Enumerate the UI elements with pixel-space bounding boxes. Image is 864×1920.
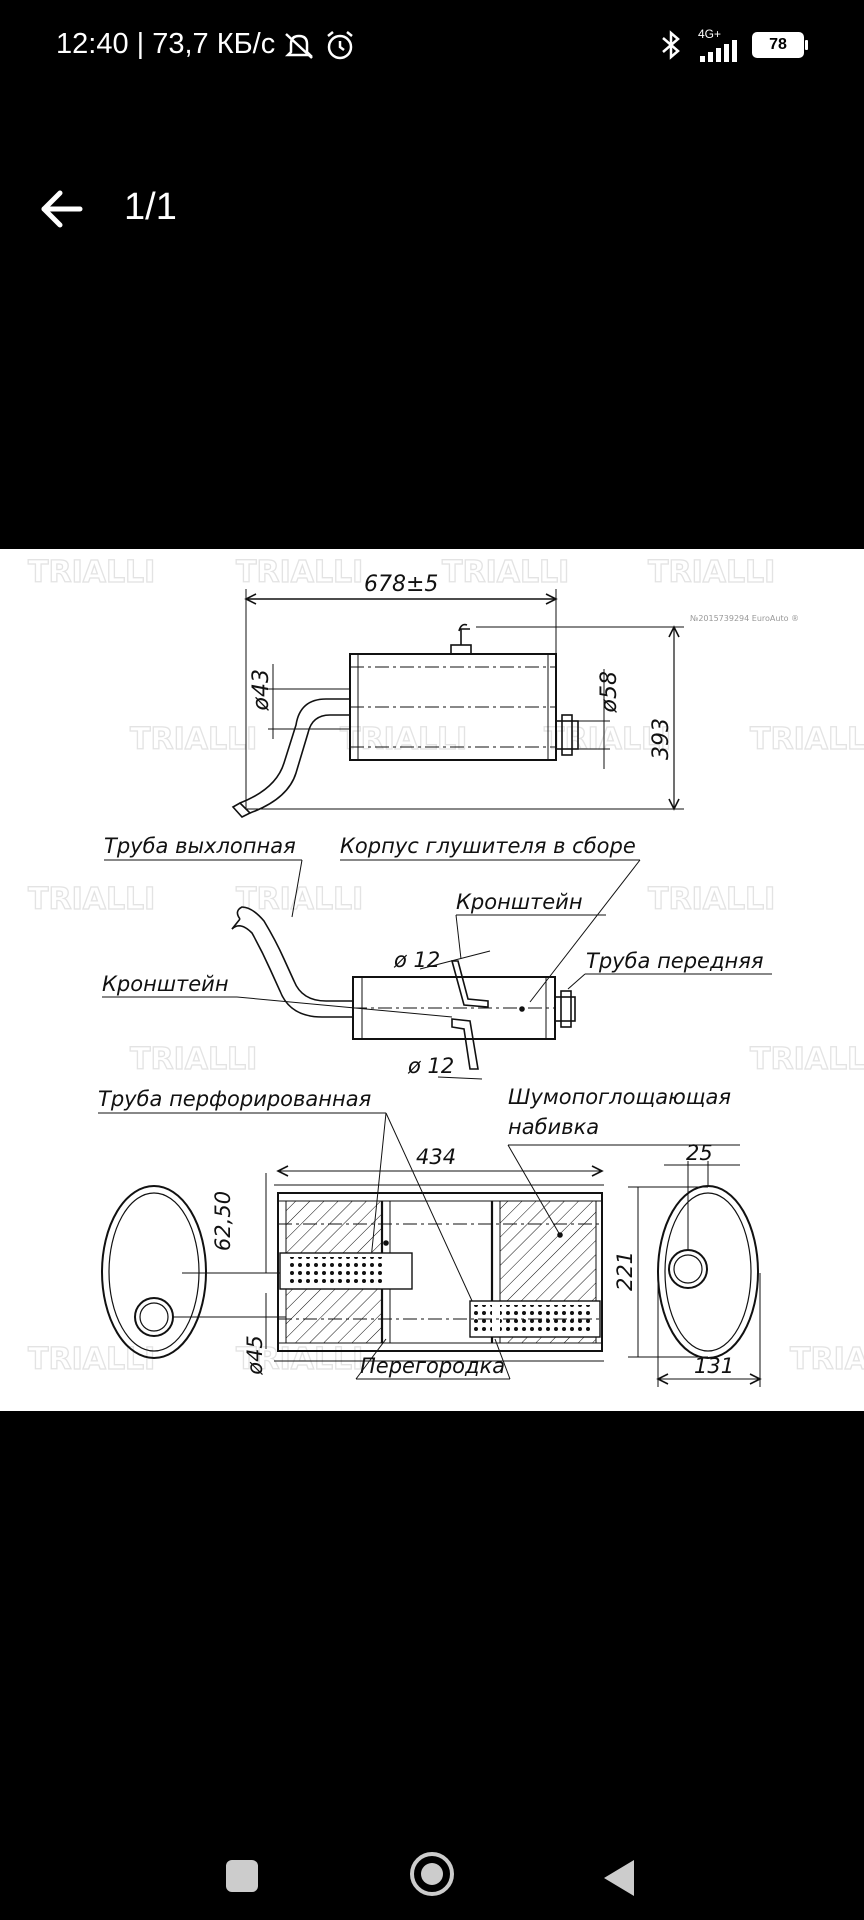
viewer-toolbar: 1/1 [0, 168, 864, 248]
status-bar: 12:40 | 73,7 КБ/с 4G+ 78 [0, 0, 864, 96]
system-back-button[interactable] [604, 1860, 634, 1896]
arrow-left-icon [41, 190, 83, 228]
watermark: TRIALLI [28, 555, 155, 590]
watermark: TRIALLI [236, 882, 363, 917]
watermark-group: TRIALLI TRIALLI TRIALLI TRIALLI TRIALLI … [27, 554, 864, 1377]
status-left: 12:40 | 73,7 КБ/с [56, 28, 357, 61]
status-time: 12:40 | 73,7 КБ/с [56, 28, 276, 60]
muffler-drawing: TRIALLI TRIALLI TRIALLI TRIALLI TRIALLI … [27, 554, 864, 1387]
watermark: TRIALLI [340, 722, 467, 757]
back-button[interactable] [36, 184, 86, 234]
dim-393: 393 [649, 718, 674, 760]
label-front-pipe: Труба передняя [586, 949, 764, 973]
signal-icon [700, 40, 737, 62]
dim-434: 434 [416, 1145, 456, 1169]
label-bracket-bottom: Кронштейн [102, 972, 229, 996]
alarm-clock-icon [327, 30, 353, 59]
dim-length: 678±5 [364, 572, 438, 597]
small-note: №2015739294 EuroAuto ® [690, 614, 799, 623]
network-indicator: 4G+ [698, 28, 738, 62]
watermark: TRIALLI [28, 882, 155, 917]
watermark: TRIALLI [750, 1042, 864, 1077]
label-sound-absorb-1: Шумопоглощающая [508, 1085, 731, 1109]
dim-d45: ø45 [243, 1335, 267, 1376]
watermark: TRIALLI [790, 1342, 864, 1377]
watermark: TRIALLI [130, 722, 257, 757]
watermark: TRIALLI [648, 555, 775, 590]
label-exhaust-pipe: Труба выхлопная [104, 834, 296, 858]
label-bracket-top: Кронштейн [456, 890, 583, 914]
dim-221: 221 [613, 1251, 637, 1291]
watermark: TRIALLI [28, 1342, 155, 1377]
watermark: TRIALLI [648, 882, 775, 917]
watermark: TRIALLI [236, 555, 363, 590]
view-section [98, 1112, 762, 1387]
dim-25: 25 [686, 1141, 713, 1165]
muted-alarm-icon [285, 32, 314, 59]
watermark: TRIALLI [130, 1042, 257, 1077]
battery-icon: 78 [752, 32, 808, 58]
bluetooth-icon [662, 30, 680, 60]
dim-d12-top: ø 12 [393, 948, 440, 972]
dim-131: 131 [694, 1354, 734, 1378]
battery-level: 78 [769, 36, 787, 53]
watermark: TRIALLI [544, 722, 671, 757]
watermark: TRIALLI [750, 722, 864, 757]
label-muffler-body: Корпус глушителя в сборе [340, 834, 636, 858]
view-side [102, 859, 772, 1080]
dim-62-50: 62,50 [211, 1191, 235, 1251]
label-partition: Перегородка [360, 1354, 505, 1378]
technical-drawing-image[interactable]: TRIALLI TRIALLI TRIALLI TRIALLI TRIALLI … [0, 549, 864, 1411]
watermark: TRIALLI [442, 555, 569, 590]
label-perforated-pipe: Труба перфорированная [98, 1087, 371, 1111]
view-top [231, 589, 684, 818]
home-button[interactable] [410, 1852, 454, 1896]
recent-apps-button[interactable] [226, 1860, 258, 1892]
label-sound-absorb-2: набивка [508, 1115, 599, 1139]
dim-d43: ø43 [249, 669, 274, 711]
status-right: 4G+ 78 [658, 28, 808, 62]
page-counter: 1/1 [124, 186, 177, 228]
dim-d58: ø58 [597, 671, 622, 713]
watermark: TRIALLI [236, 1342, 363, 1377]
network-type: 4G+ [698, 27, 722, 41]
system-nav-bar [0, 1820, 864, 1920]
dim-d12-bottom: ø 12 [407, 1054, 454, 1078]
